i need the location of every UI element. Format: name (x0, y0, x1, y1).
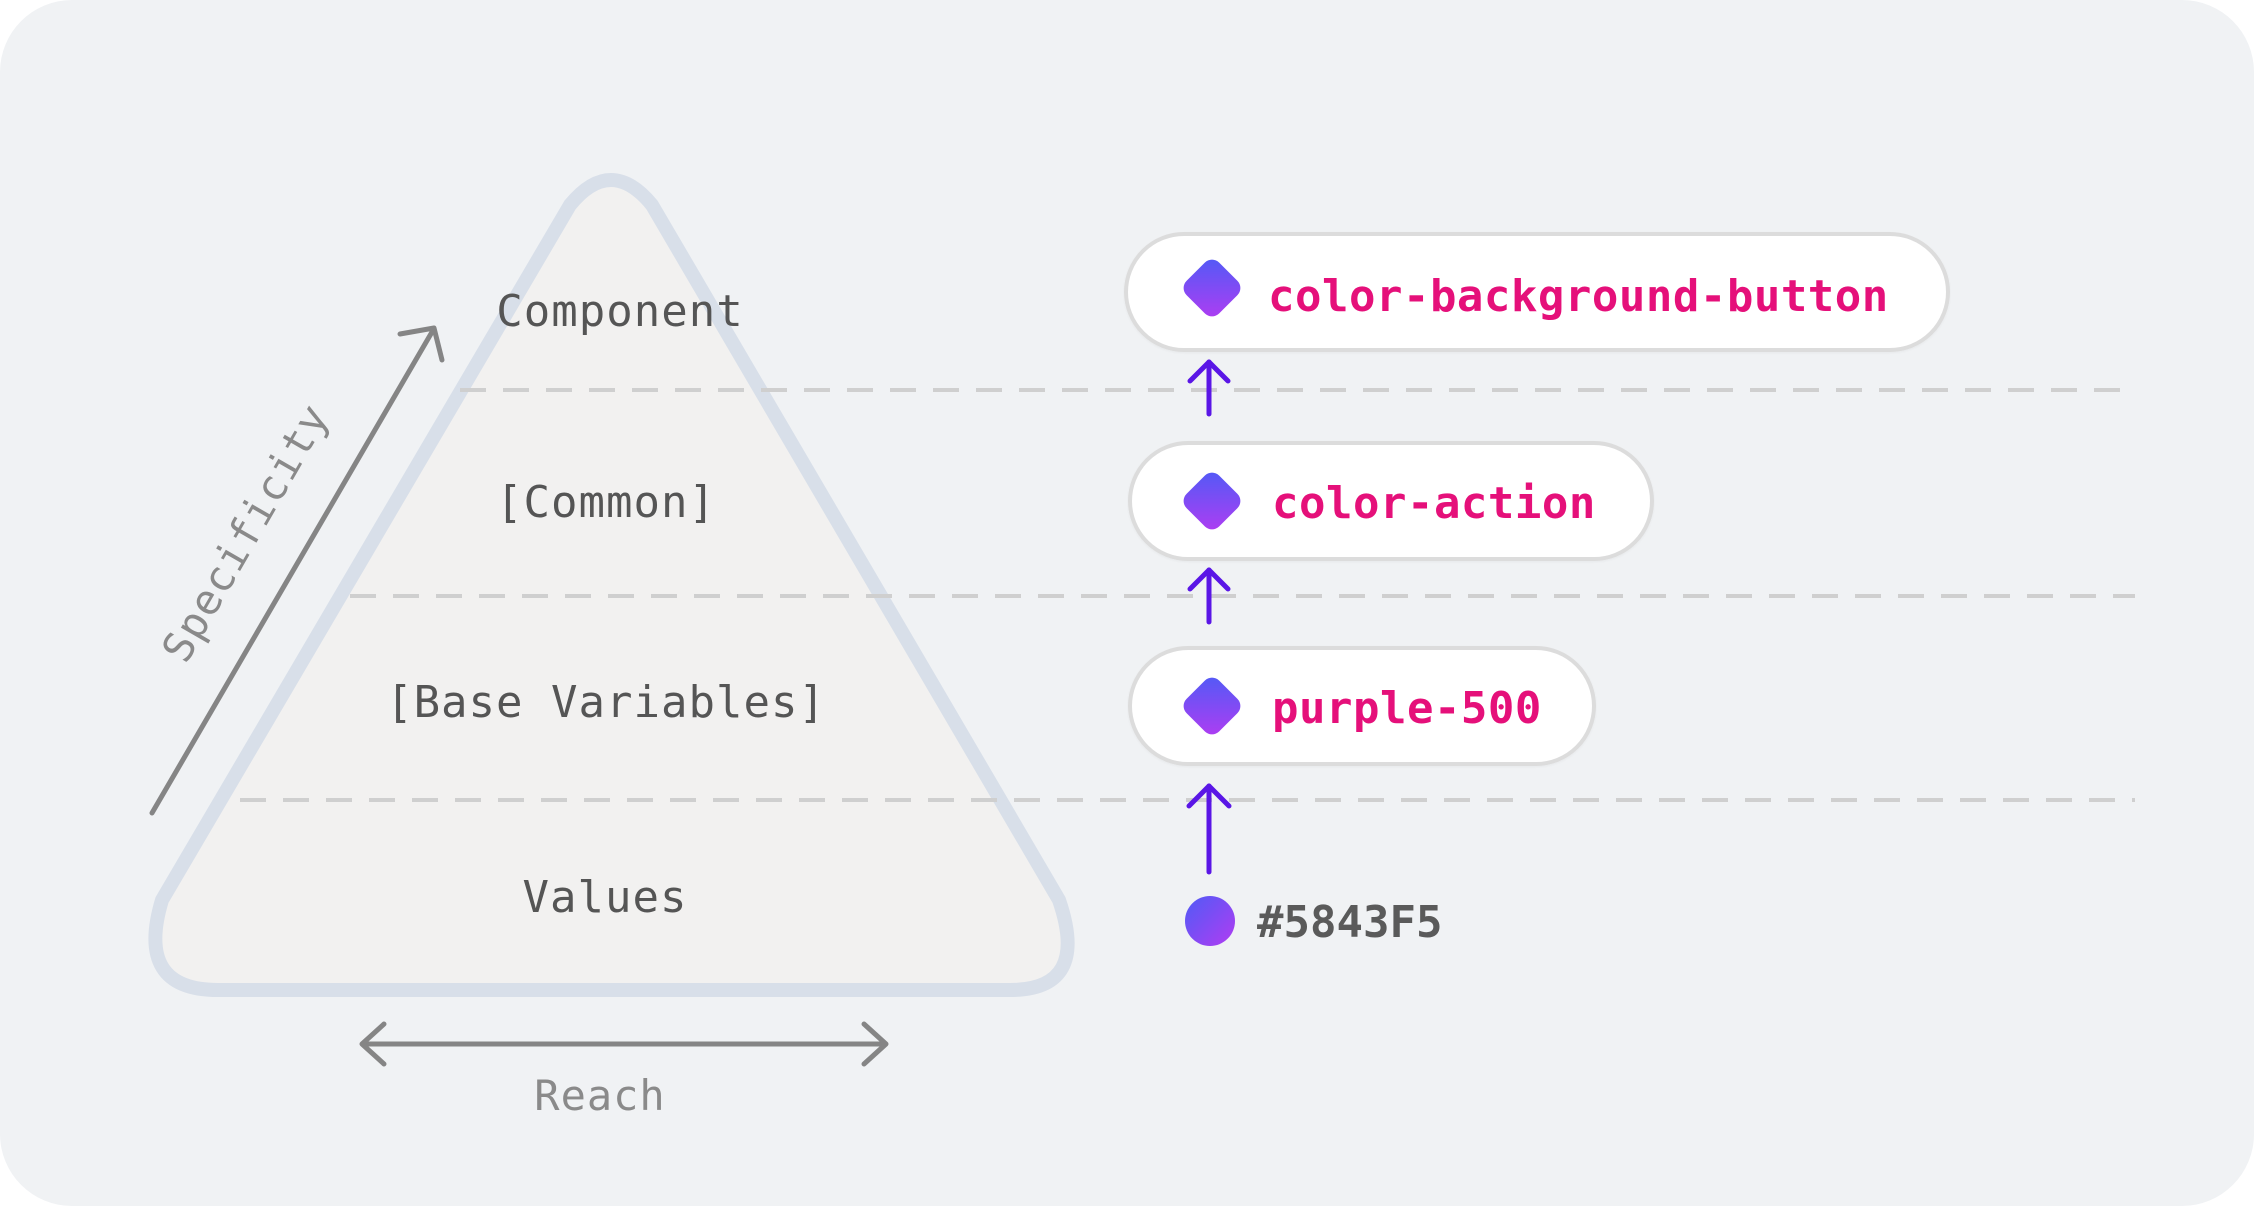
arrow-up-icon (1187, 567, 1231, 625)
layer-label-common: [Common] (496, 477, 716, 528)
specificity-arrow-line (149, 329, 435, 816)
layer-label-values: Values (523, 872, 688, 923)
pyramid-layer-labels: Component [Common] [Base Variables] Valu… (386, 286, 826, 923)
layer-label-component: Component (496, 286, 743, 337)
pyramid-shape (148, 173, 1075, 997)
layer-dividers (240, 388, 2135, 802)
pill-background (1128, 441, 1654, 561)
raw-value: #5843F5 (1185, 896, 1442, 948)
token-name: color-background-button (1268, 271, 1889, 322)
token-name: purple-500 (1272, 683, 1542, 734)
specificity-arrow-head (397, 325, 445, 363)
diamond-icon (1183, 259, 1241, 317)
token-pill-action: color-action (1128, 441, 1654, 561)
token-pill-purple-500: purple-500 (1128, 646, 1596, 766)
pyramid (148, 173, 1075, 997)
pill-background (1124, 232, 1950, 352)
reach-axis: Reach (359, 1021, 889, 1120)
reach-label: Reach (534, 1071, 665, 1120)
diamond-icon (1183, 472, 1241, 530)
arrow-up-icon (1186, 783, 1232, 875)
token-pill-background-button: color-background-button (1124, 232, 1950, 352)
reach-arrow-head-left (359, 1021, 387, 1067)
reach-arrow-head-right (861, 1021, 889, 1067)
hex-value: #5843F5 (1257, 897, 1442, 948)
specificity-label: Specificity (152, 395, 339, 670)
layer-label-base-variables: [Base Variables] (386, 677, 826, 728)
arrow-up-icon (1187, 359, 1231, 417)
circle-swatch-icon (1185, 896, 1235, 946)
reference-arrows (1186, 359, 1232, 875)
token-name: color-action (1272, 478, 1596, 529)
diamond-icon (1183, 677, 1241, 735)
pill-background (1128, 646, 1596, 766)
